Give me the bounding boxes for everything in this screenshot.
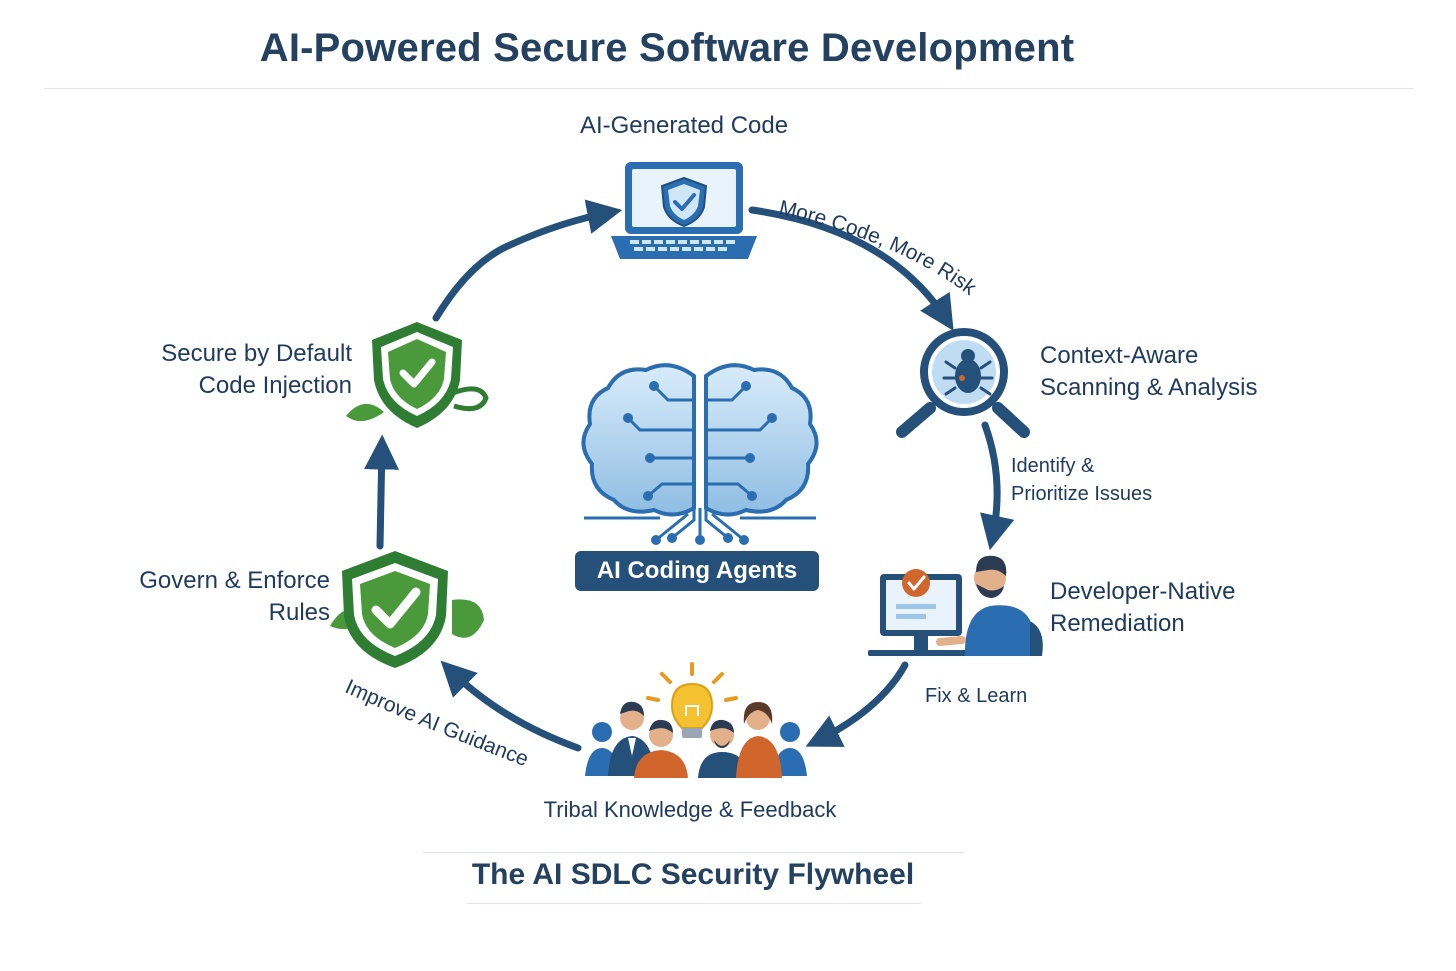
shield-check-icon [330,551,484,668]
node-label-scanning: Context-Aware Scanning & Analysis [1040,340,1300,404]
developer-computer-icon [868,555,1043,656]
shield-check-icon-secure [346,322,489,428]
team-lightbulb-icon [585,662,807,778]
flywheel-arrows [364,199,1015,752]
page-title: AI-Powered Secure Software Development [259,26,1075,70]
node-label-secure-default-line2: Code Injection [198,372,352,399]
arrow-tribal-to-govern [440,660,582,752]
node-label-remediation-line2: Remediation [1050,610,1185,637]
brain-circuit-icon [575,363,819,591]
node-label-remediation: Developer-Native Remediation [1050,576,1310,640]
edge-label-more-code: More Code, More Risk [777,196,981,300]
node-label-govern-line2: Rules [268,599,330,626]
edge-label-fix-learn: Fix & Learn [925,685,1028,707]
node-label-scanning-line1: Context-Aware [1040,342,1199,369]
magnifier-bug-icon [896,328,1030,438]
center-badge-label: AI Coding Agents [596,557,798,584]
node-label-tribal: Tribal Knowledge & Feedback [543,797,837,822]
arrow-scan-to-remediation [980,421,1015,551]
footer-divider-bottom [467,903,921,904]
laptop-shield-icon [611,162,757,259]
footer-divider-top [423,852,965,853]
edge-label-identify-line2: Prioritize Issues [1011,483,1153,505]
node-label-ai-generated-code: AI-Generated Code [579,112,789,139]
node-label-secure-default-line1: Secure by Default [161,340,352,367]
arrow-remediation-to-tribal [805,661,909,747]
node-label-scanning-line2: Scanning & Analysis [1040,374,1258,401]
node-label-secure-default: Secure by Default Code Injection [100,338,352,402]
arrow-govern-to-secure [364,434,400,550]
node-label-govern-line1: Govern & Enforce [139,567,330,594]
arrow-code-to-scan [748,206,954,331]
edge-label-identify: Identify & Prioritize Issues [1011,452,1231,508]
node-label-govern: Govern & Enforce Rules [100,565,330,629]
node-label-remediation-line1: Developer-Native [1050,578,1236,605]
arrow-secure-to-code [432,199,623,322]
title-divider [44,88,1414,89]
edge-label-improve: Improve AI Guidance [342,675,532,771]
footer-title: The AI SDLC Security Flywheel [471,858,915,891]
edge-label-identify-line1: Identify & [1011,455,1095,477]
